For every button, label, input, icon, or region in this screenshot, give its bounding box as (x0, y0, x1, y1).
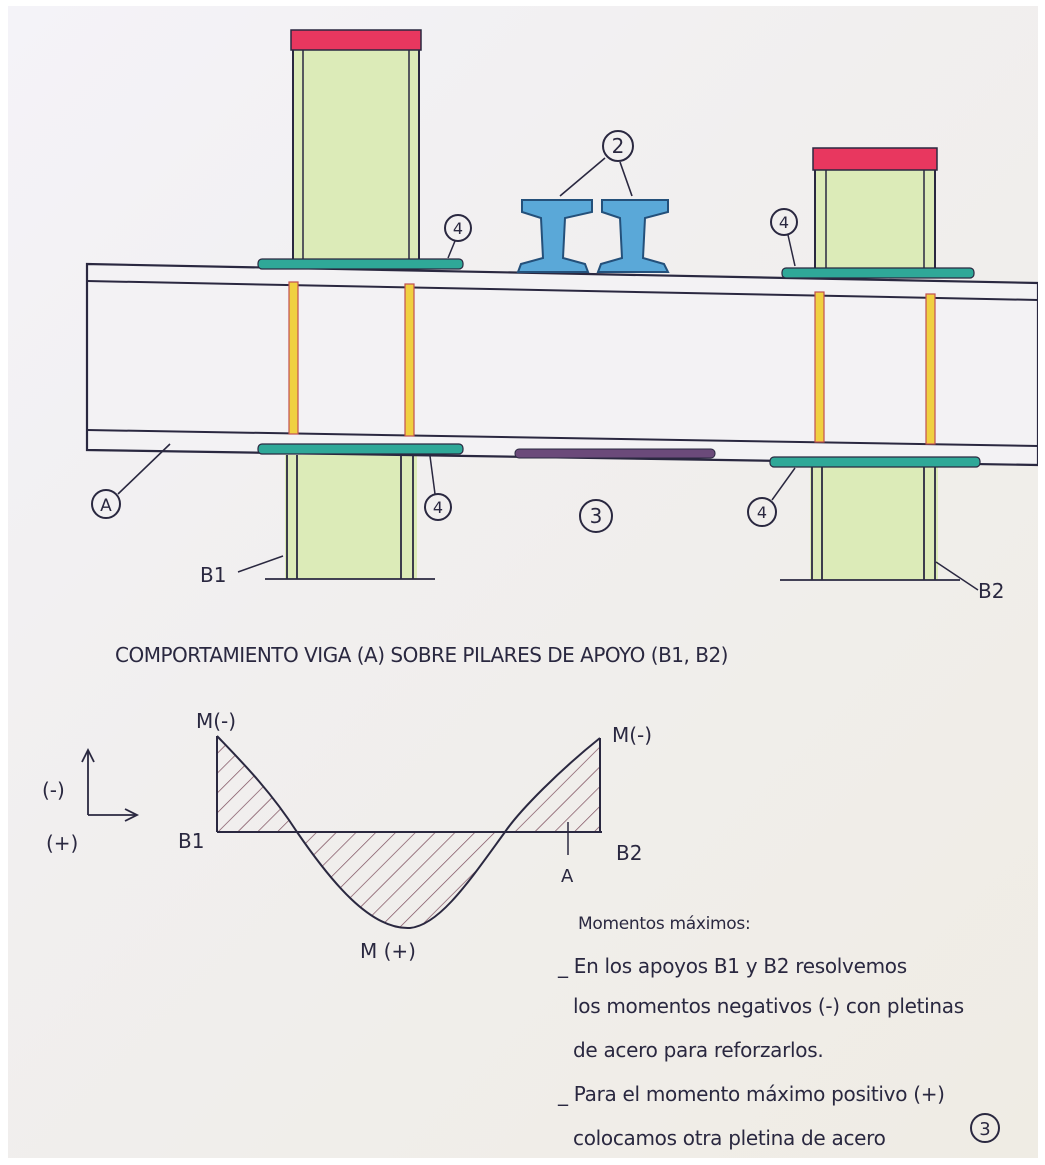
notes-line-2: los momentos negativos (-) con pletinas (573, 994, 964, 1018)
svg-text:B1: B1 (200, 563, 226, 587)
sign-axes-icon (81, 747, 140, 822)
diagram-section-a: A (561, 866, 574, 887)
left-pier-lower (265, 455, 435, 580)
svg-text:3: 3 (590, 504, 603, 528)
moment-diagram (216, 735, 602, 930)
callout-plate-4d: 4 (747, 467, 796, 527)
left-pier-upper (290, 29, 422, 267)
support-label-b2: B2 (935, 561, 1004, 603)
left-pier-cap (290, 29, 422, 51)
moment-curve (216, 735, 601, 930)
notes-line-4: _ Para el momento máximo positivo (+) (558, 1082, 945, 1106)
diagram-b1: B1 (178, 829, 204, 853)
right-pier-lower (780, 462, 960, 581)
rail-right (596, 199, 670, 273)
svg-text:B2: B2 (978, 579, 1004, 603)
steel-plate-3 (514, 448, 716, 459)
right-pier-cap (812, 147, 938, 171)
svg-text:4: 4 (779, 213, 789, 232)
notes-line-3: de acero para reforzarlos. (573, 1038, 824, 1062)
weld-strips (288, 281, 936, 445)
svg-text:3: 3 (979, 1119, 990, 1140)
callout-beam-a: A (91, 443, 171, 519)
moment-pos-mid: M (+) (360, 939, 416, 963)
sign-negative: (-) (42, 778, 65, 802)
steel-plates-4 (257, 258, 981, 468)
support-label-b1: B1 (200, 555, 284, 587)
beam-a (85, 262, 1038, 467)
notes-line-5: colocamos otra pletina de acero (573, 1126, 886, 1150)
diagram-b2: B2 (616, 841, 642, 865)
diagram-title: COMPORTAMIENTO VIGA (A) SOBRE PILARES DE… (115, 643, 728, 667)
svg-text:A: A (100, 496, 112, 516)
structural-drawing: 2 4 4 4 4 3 A B1 B2 COMPORTAMIEN (42, 29, 1038, 1143)
moment-neg-left: M(-) (196, 709, 236, 733)
callout-rails: 2 (559, 130, 634, 197)
svg-text:4: 4 (453, 219, 463, 238)
notes-heading: Momentos máximos: (578, 914, 751, 934)
svg-text:4: 4 (757, 503, 767, 522)
svg-text:2: 2 (612, 134, 625, 158)
notes-ref-3: 3 (970, 1113, 1000, 1143)
callout-plate-4b: 4 (770, 208, 798, 267)
callout-plate-4c: 4 (424, 455, 452, 521)
svg-text:4: 4 (433, 498, 443, 517)
drawing-sheet: 2 4 4 4 4 3 A B1 B2 COMPORTAMIEN (8, 6, 1038, 1158)
rail-left (516, 199, 593, 273)
callout-plate-3: 3 (579, 499, 613, 533)
right-pier-upper (812, 147, 938, 271)
callout-plate-4a: 4 (444, 214, 472, 259)
sign-positive: (+) (46, 831, 78, 855)
moment-neg-right: M(-) (612, 723, 652, 747)
notes-line-1: _ En los apoyos B1 y B2 resolvemos (558, 954, 907, 978)
